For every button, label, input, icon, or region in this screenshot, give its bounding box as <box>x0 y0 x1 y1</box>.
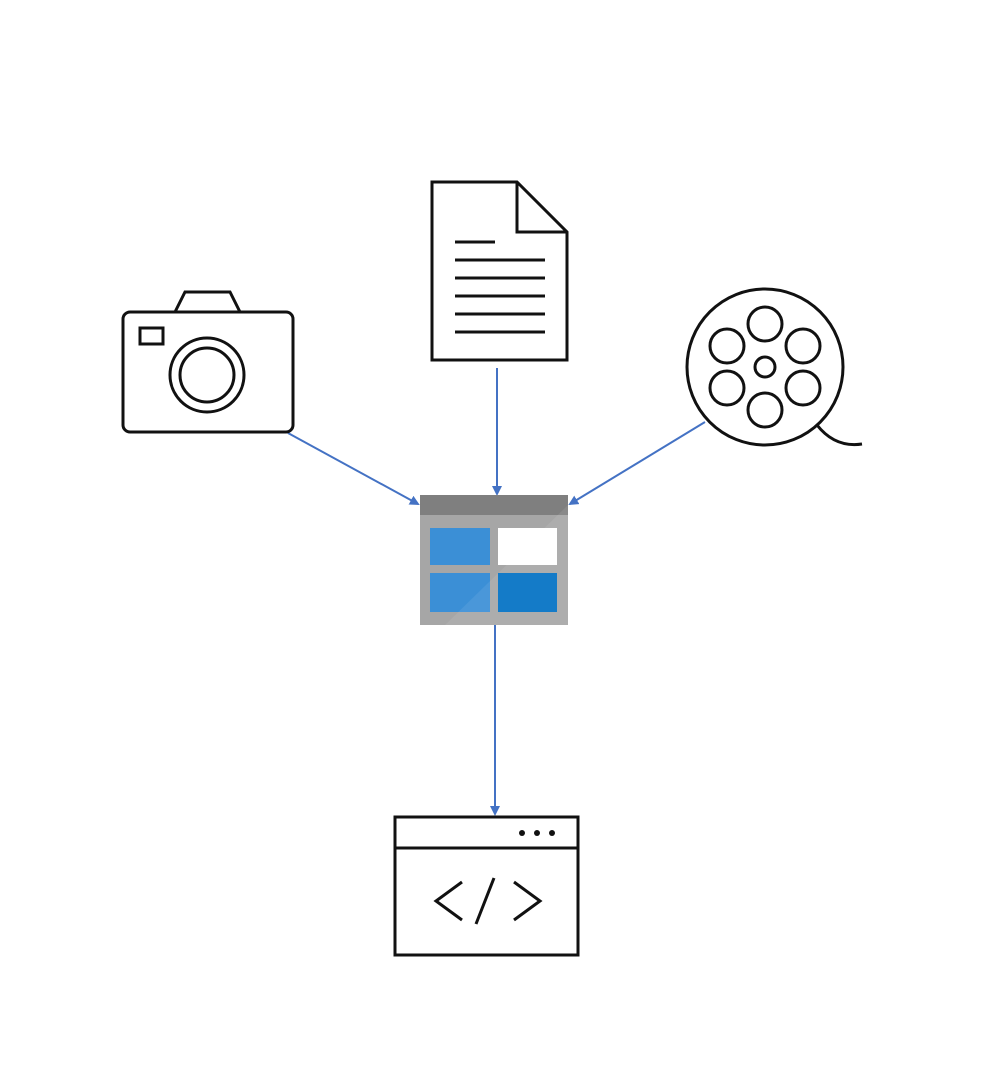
azure-storage-table-icon <box>420 495 568 625</box>
document-icon <box>430 180 569 362</box>
browser-code-icon <box>393 815 580 957</box>
arrow-reel-to-storage <box>568 421 706 506</box>
camera-icon <box>121 290 295 434</box>
arrow-camera-to-storage <box>287 432 420 505</box>
film-reel-icon <box>685 287 863 447</box>
